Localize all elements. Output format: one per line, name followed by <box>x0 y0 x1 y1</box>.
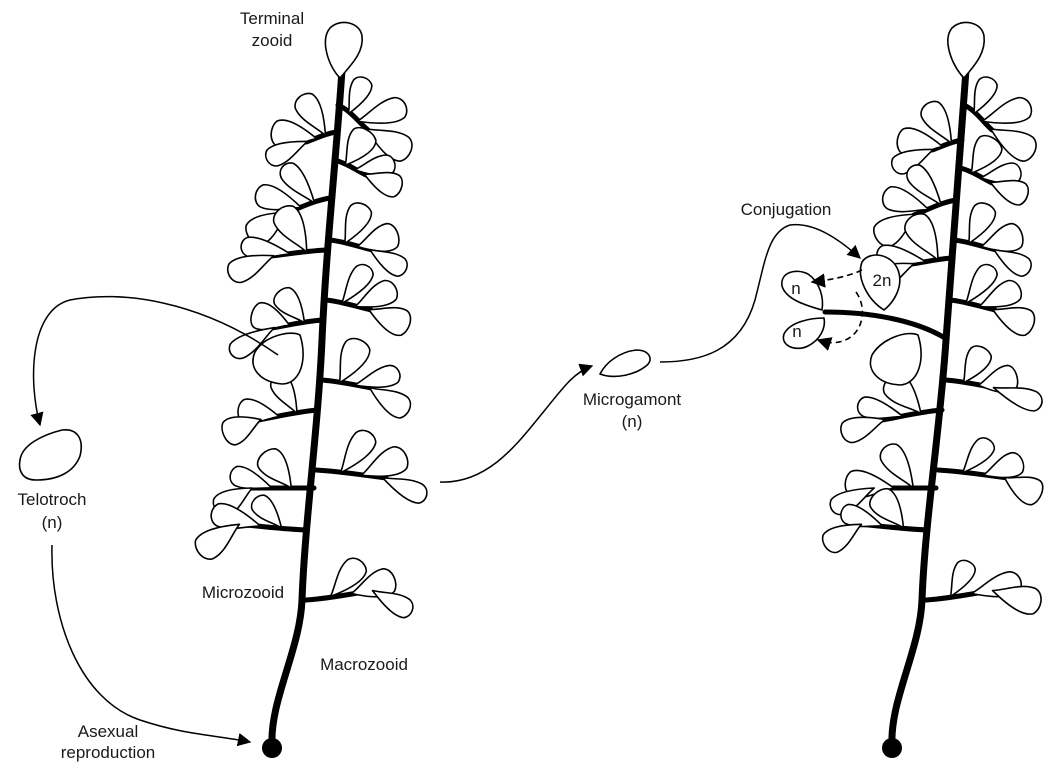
colony-left <box>191 22 430 758</box>
label-telotroch-line1: Telotroch <box>18 490 87 509</box>
arrow-microzooid-to-microgamont <box>440 366 592 482</box>
macrozooid-right <box>870 334 921 385</box>
label-asexual-reproduction-line1: Asexual <box>78 722 138 741</box>
colony-right-holdfast <box>882 738 902 758</box>
daughter-zooid-upper <box>782 271 823 310</box>
label-terminal-zooid-line1: Terminal <box>240 9 304 28</box>
conjugation-branch <box>825 312 945 338</box>
terminal-zooid-right <box>948 22 984 78</box>
conjugation-dashed-arrow-lower <box>818 292 862 343</box>
colony-left-holdfast <box>262 738 282 758</box>
label-asexual-reproduction-line2: reproduction <box>61 743 156 762</box>
label-ploidy-n-upper: n <box>791 279 800 298</box>
colony-right-zooids <box>819 74 1047 617</box>
terminal-zooid <box>325 22 362 78</box>
daughter-zooid-lower <box>783 318 824 348</box>
label-microzooid: Microzooid <box>202 583 284 602</box>
label-microgamont-line1: Microgamont <box>583 390 682 409</box>
microgamont-cell <box>600 350 650 376</box>
label-ploidy-n-lower: n <box>792 322 801 341</box>
conjugation-dashed-arrow-upper <box>812 270 862 282</box>
arrow-microgamont-to-conjugation <box>660 225 860 362</box>
colony-right <box>782 22 1047 758</box>
label-macrozooid: Macrozooid <box>320 655 408 674</box>
colony-left-zooids <box>191 74 430 621</box>
label-conjugation: Conjugation <box>741 200 832 219</box>
label-ploidy-2n: 2n <box>873 271 892 290</box>
label-microgamont-line2: (n) <box>622 412 643 431</box>
telotroch-cell <box>20 430 82 480</box>
label-terminal-zooid-line2: zooid <box>252 31 293 50</box>
label-telotroch-line2: (n) <box>42 513 63 532</box>
arrow-telotroch-to-asexual-reproduction <box>52 545 250 742</box>
